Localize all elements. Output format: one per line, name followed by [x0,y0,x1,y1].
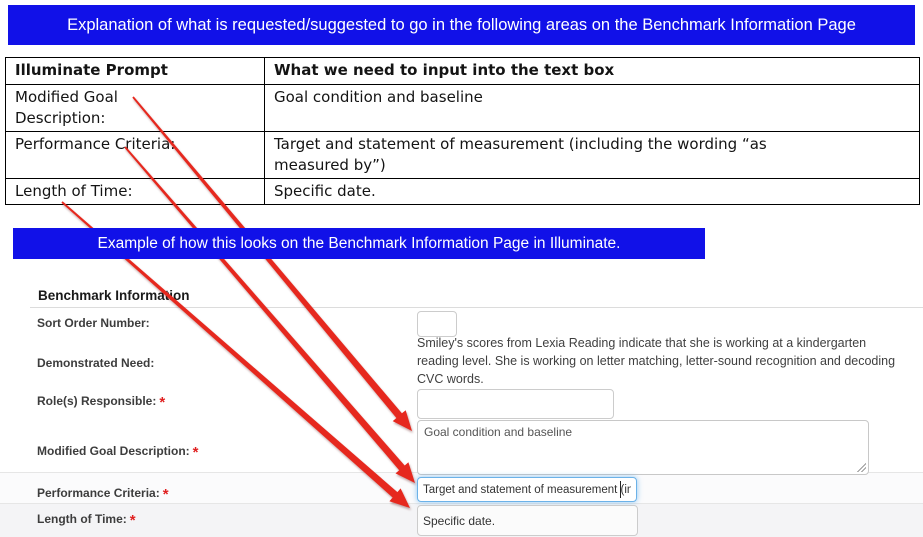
roles-responsible-label: Role(s) Responsible:* [37,394,166,411]
table-header-row: Illuminate Prompt What we need to input … [5,57,920,85]
performance-criteria-label: Performance Criteria:* [37,486,169,503]
sort-order-label: Sort Order Number: [37,316,150,330]
explanation-banner: Explanation of what is requested/suggest… [8,5,915,45]
prompt-cell: Modified Goal Description: [5,84,265,132]
input-cell: Specific date. [264,178,920,205]
example-banner: Example of how this looks on the Benchma… [13,228,705,259]
table-row: Performance Criteria: Target and stateme… [5,131,920,179]
textarea-resize-handle[interactable] [856,462,866,472]
required-asterisk: * [192,444,199,461]
table-row: Modified Goal Description: Goal conditio… [5,84,920,132]
required-asterisk: * [162,486,169,503]
roles-responsible-input[interactable] [417,389,614,419]
explanation-table: Illuminate Prompt What we need to input … [5,57,920,205]
performance-criteria-input[interactable] [417,477,637,502]
header-input-description: What we need to input into the text box [264,57,920,85]
demonstrated-need-label: Demonstrated Need: [37,356,155,370]
modified-goal-label: Modified Goal Description:* [37,444,199,461]
length-of-time-input[interactable] [417,505,638,536]
input-cell: Goal condition and baseline [264,84,920,132]
length-of-time-label: Length of Time:* [37,512,136,529]
prompt-cell: Performance Criteria: [5,131,265,179]
input-cell: Target and statement of measurement (inc… [264,131,920,179]
header-illuminate-prompt: Illuminate Prompt [5,57,265,85]
prompt-cell: Length of Time: [5,178,265,205]
form-section-title: Benchmark Information [38,288,190,303]
sort-order-input[interactable] [417,311,457,337]
section-divider [30,307,923,308]
demonstrated-need-text: Smiley's scores from Lexia Reading indic… [417,336,896,386]
modified-goal-textarea[interactable]: Goal condition and baseline [417,420,869,475]
required-asterisk: * [129,512,136,529]
required-asterisk: * [159,394,166,411]
row-separator [0,503,923,504]
text-cursor [620,481,621,498]
table-row: Length of Time: Specific date. [5,178,920,205]
